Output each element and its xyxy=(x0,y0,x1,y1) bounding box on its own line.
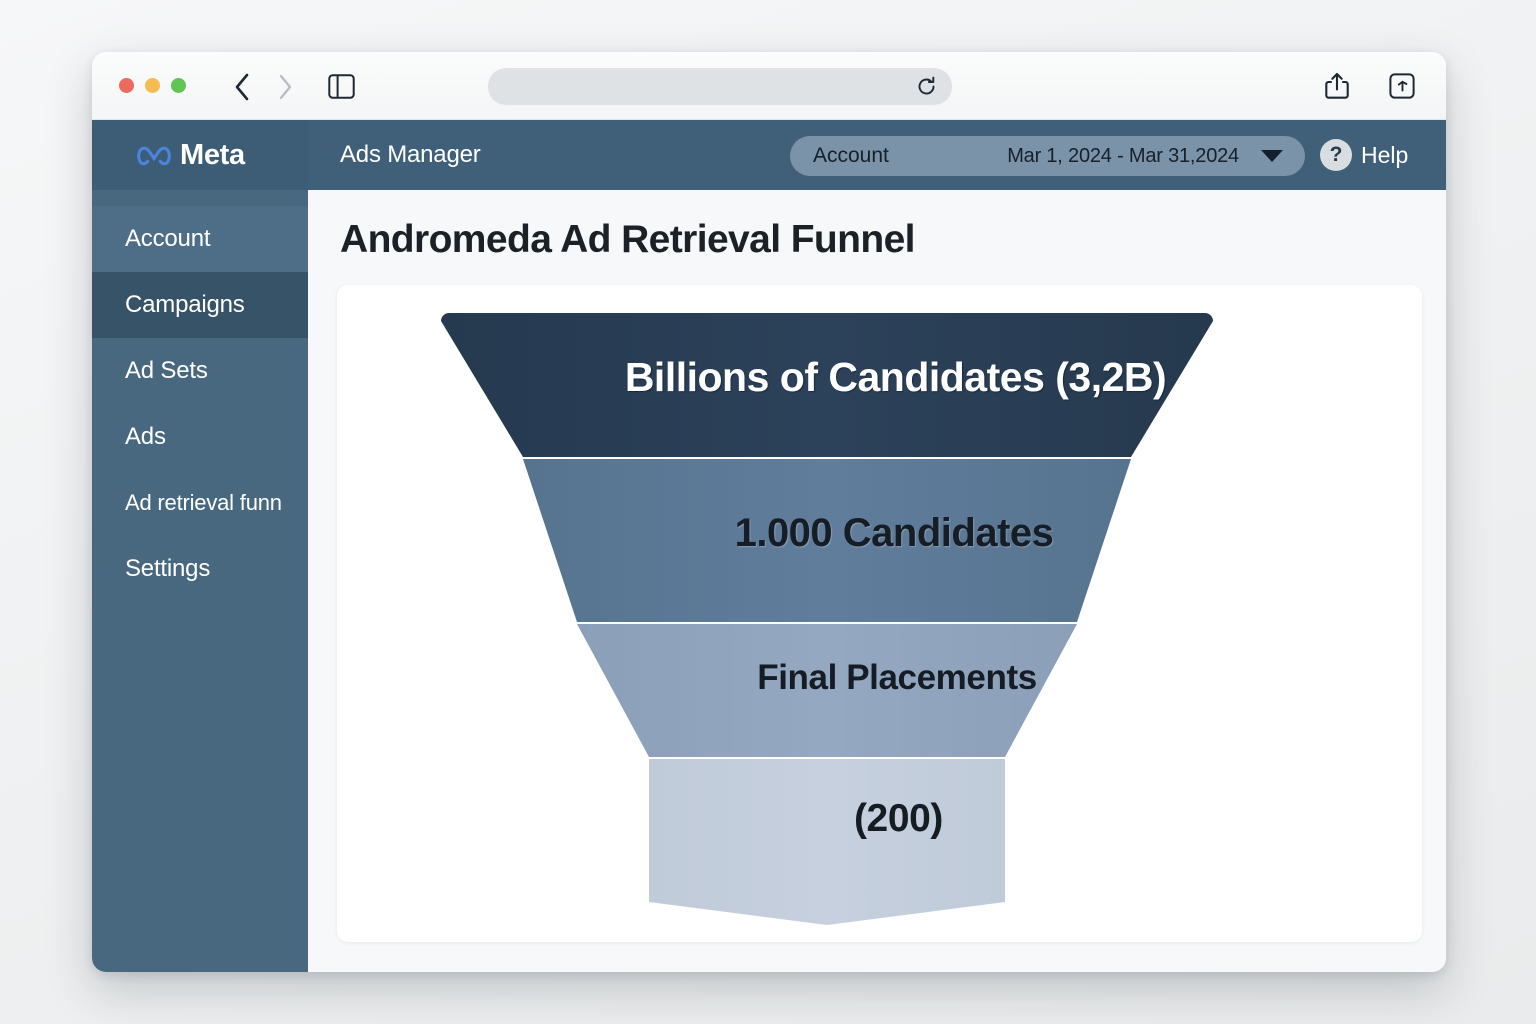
sidebar-item-label: Account xyxy=(125,225,211,252)
brand-name: Meta xyxy=(180,138,245,171)
date-range-value: Mar 1, 2024 - Mar 31,2024 xyxy=(1007,144,1239,167)
app-header-bar: Meta Ads Manager Account Mar 1, 2024 - M… xyxy=(92,120,1446,190)
browser-toolbar xyxy=(92,52,1446,120)
chevron-right-icon xyxy=(279,74,292,100)
sidebar-item-label: Ad Sets xyxy=(125,357,208,384)
app-title: Ads Manager xyxy=(340,141,481,168)
account-date-range-selector[interactable]: Account Mar 1, 2024 - Mar 31,2024 xyxy=(790,136,1305,176)
sidebar-item-account[interactable]: Account xyxy=(92,206,308,272)
maximize-window-button[interactable] xyxy=(171,78,186,93)
help-label: Help xyxy=(1361,141,1409,168)
chevron-down-icon[interactable] xyxy=(1261,150,1283,162)
funnel-stage-2[interactable] xyxy=(523,459,1131,622)
window-controls xyxy=(119,78,186,93)
sidebar-item-ad-retrieval-funnel[interactable]: Ad retrieval funn xyxy=(92,470,308,536)
sidebar-item-ads[interactable]: Ads xyxy=(92,404,308,470)
browser-window: Meta Ads Manager Account Mar 1, 2024 - M… xyxy=(92,52,1446,972)
sidebar-item-label: Settings xyxy=(125,555,211,582)
funnel-chart-card: Billions of Candidates (3,2B) 1.000 Cand… xyxy=(337,285,1422,942)
new-tab-icon[interactable] xyxy=(1389,73,1415,99)
sidebar-item-label: Ads xyxy=(125,423,166,450)
reload-icon[interactable] xyxy=(916,76,937,97)
brand-block[interactable]: Meta xyxy=(92,120,308,190)
sidebar-nav: Account Campaigns Ad Sets Ads Ad retriev… xyxy=(92,190,308,972)
back-button[interactable] xyxy=(231,70,253,104)
app-body: Account Campaigns Ad Sets Ads Ad retriev… xyxy=(92,190,1446,972)
address-bar[interactable] xyxy=(488,68,952,105)
sidebar-item-label: Ad retrieval funn xyxy=(125,490,282,515)
meta-infinity-icon xyxy=(137,142,171,168)
sidebar-item-ad-sets[interactable]: Ad Sets xyxy=(92,338,308,404)
share-icon[interactable] xyxy=(1324,72,1350,100)
sidebar-toggle-icon[interactable] xyxy=(328,74,355,99)
sidebar-item-settings[interactable]: Settings xyxy=(92,536,308,602)
navigation-arrows xyxy=(231,70,296,104)
sidebar-item-label: Campaigns xyxy=(125,291,245,318)
help-button[interactable]: ? Help xyxy=(1320,139,1408,171)
main-content: Andromeda Ad Retrieval Funnel xyxy=(308,190,1446,972)
forward-button[interactable] xyxy=(274,70,296,104)
chevron-left-icon xyxy=(235,73,249,101)
account-label: Account xyxy=(813,144,889,167)
funnel-chart xyxy=(441,313,1213,925)
minimize-window-button[interactable] xyxy=(145,78,160,93)
funnel-stage-1[interactable] xyxy=(441,313,1213,457)
page-title: Andromeda Ad Retrieval Funnel xyxy=(340,218,916,261)
question-mark-icon: ? xyxy=(1320,139,1352,171)
funnel-stage-3[interactable] xyxy=(577,624,1077,757)
sidebar-item-campaigns[interactable]: Campaigns xyxy=(92,272,308,338)
funnel-stage-4[interactable] xyxy=(649,759,1005,925)
close-window-button[interactable] xyxy=(119,78,134,93)
